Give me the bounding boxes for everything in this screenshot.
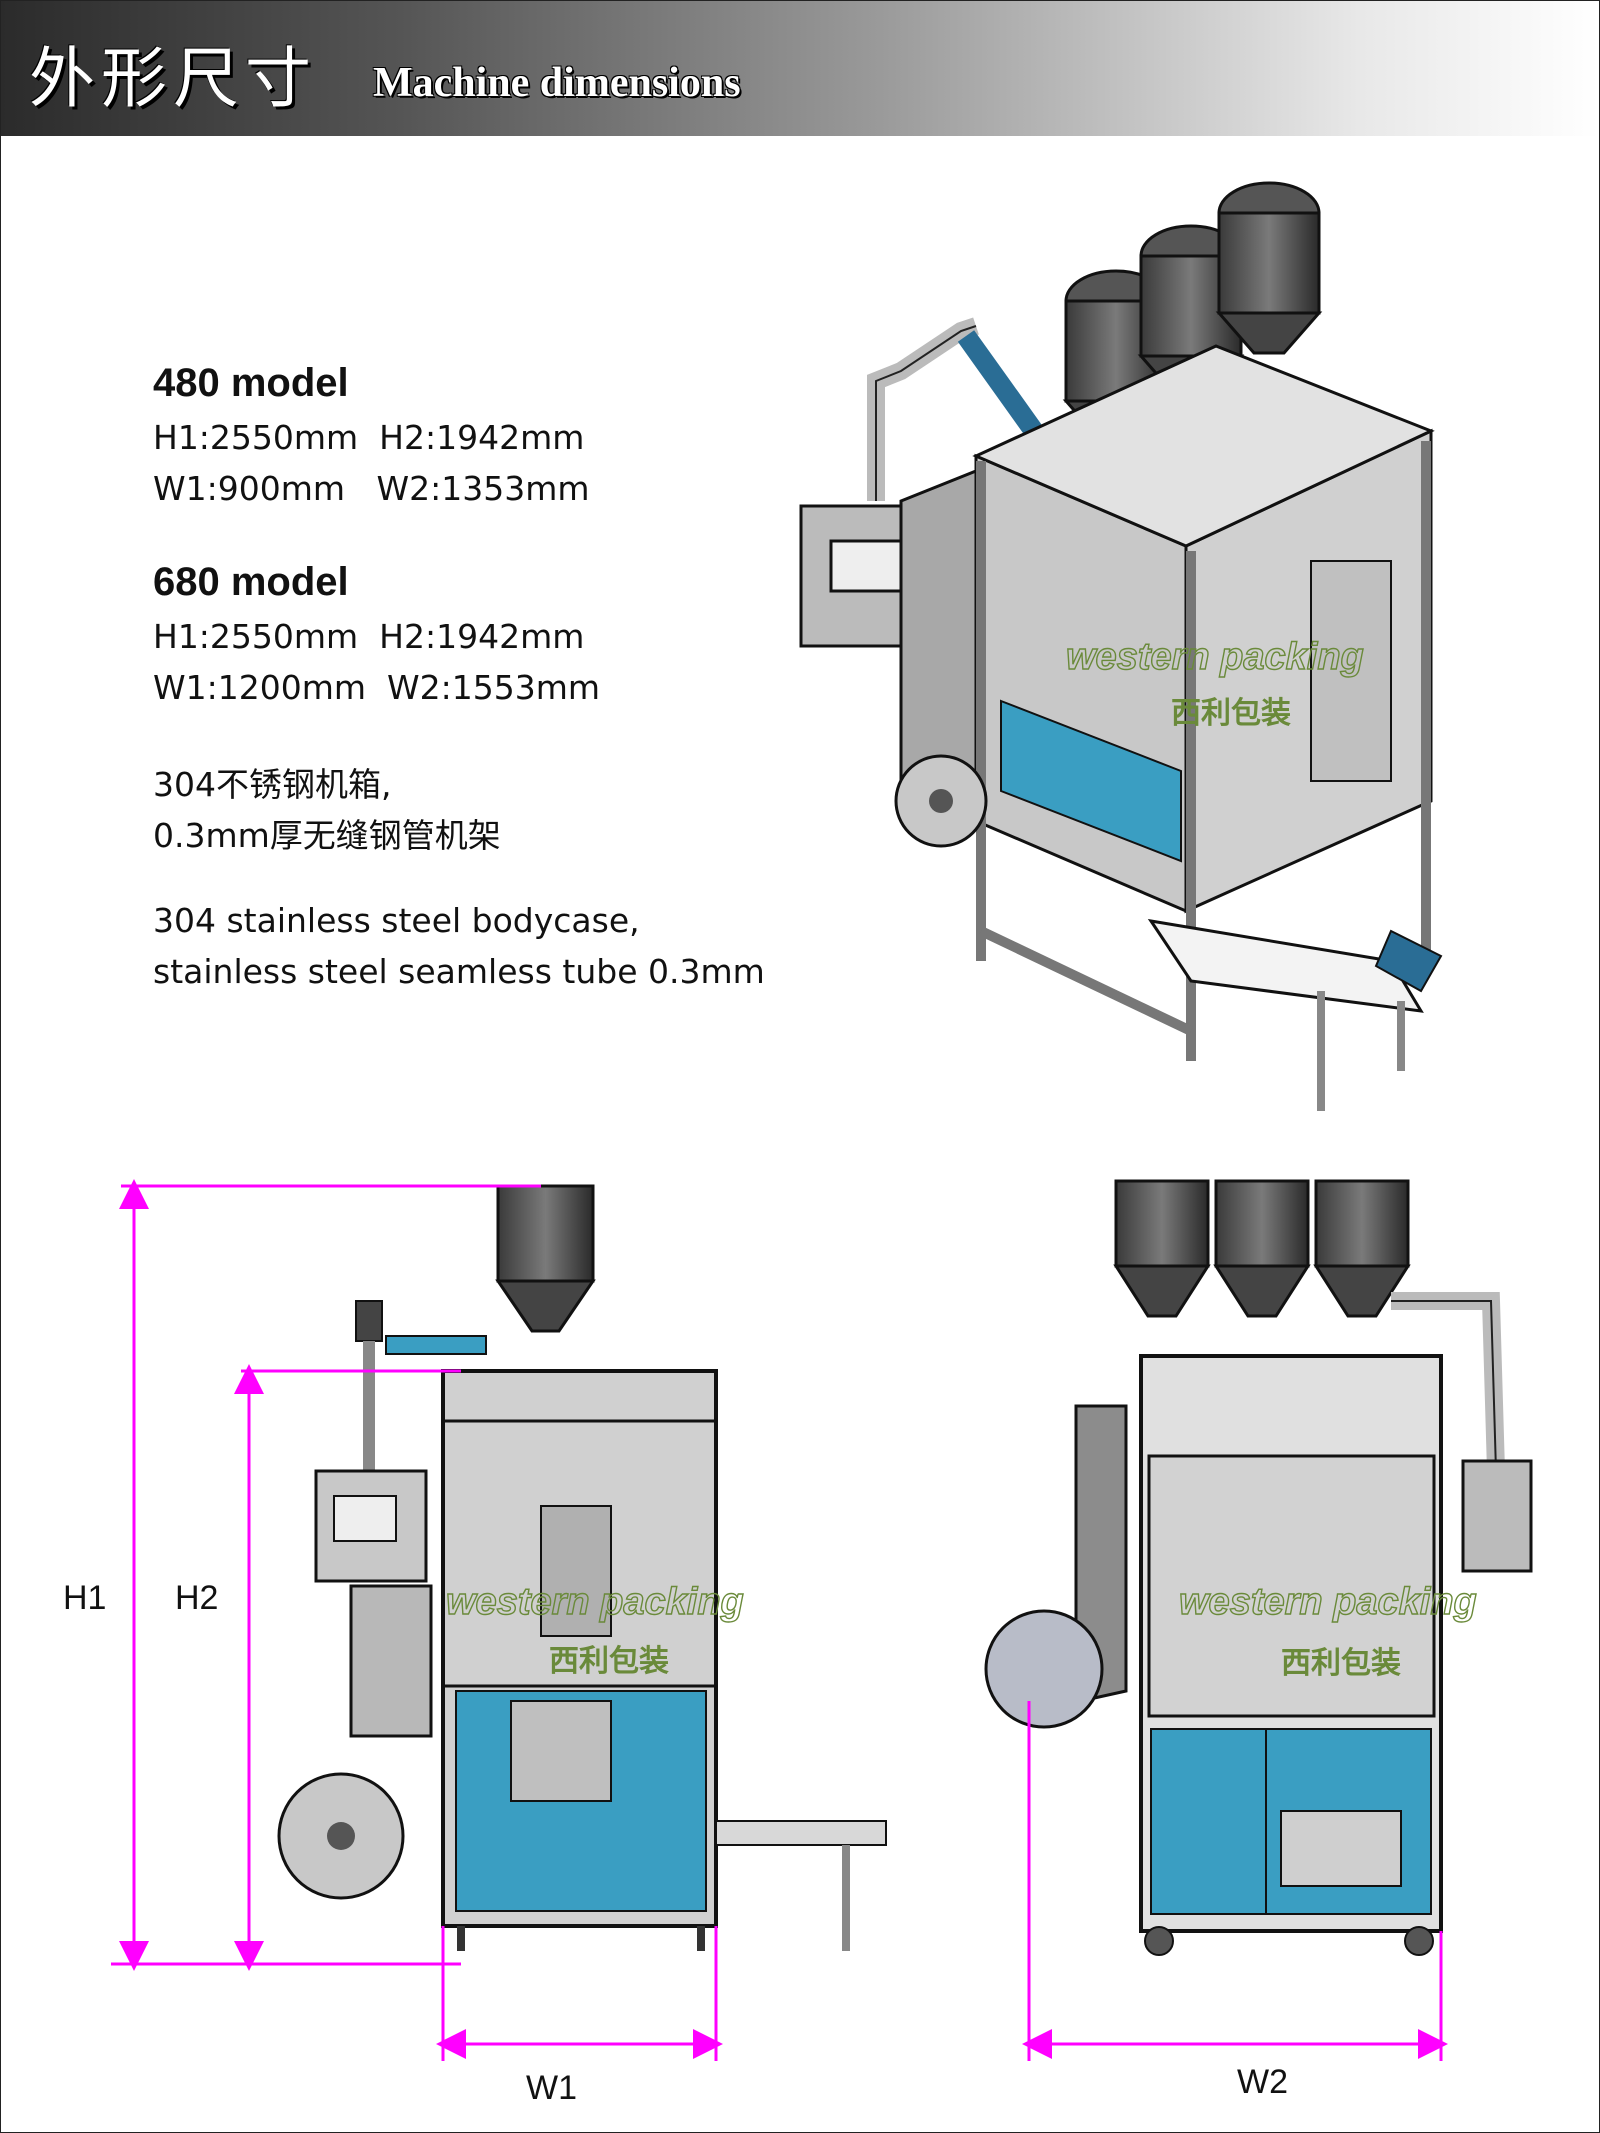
front-machine-view: western packing 西利包装 bbox=[277, 1184, 887, 1951]
watermark-en-iso: western packing bbox=[1066, 636, 1364, 678]
watermark-cn-front: 西利包装 bbox=[549, 1644, 669, 1679]
model-680-heights: H1:2550mm H2:1942mm bbox=[153, 617, 585, 656]
watermark-en-front: western packing bbox=[446, 1581, 744, 1623]
model-680-title: 680 model bbox=[153, 560, 349, 604]
spec-block: 480 model H1:2550mm H2:1942mm W1:900mm W… bbox=[153, 361, 765, 997]
model-480-widths: W1:900mm W2:1353mm bbox=[153, 469, 590, 508]
isometric-hoppers bbox=[1062, 181, 1323, 443]
model-480-title: 480 model bbox=[153, 361, 349, 405]
w2-label: W2 bbox=[1237, 2063, 1288, 2101]
material-en-line1: 304 stainless steel bodycase, bbox=[153, 901, 640, 940]
title-chinese: 外形尺寸 bbox=[29, 40, 317, 117]
material-cn-line2: 0.3mm厚无缝钢管机架 bbox=[153, 816, 501, 855]
side-machine-view: western packing 西利包装 bbox=[984, 1179, 1533, 1956]
model-480-heights: H1:2550mm H2:1942mm bbox=[153, 418, 585, 457]
model-680-widths: W1:1200mm W2:1553mm bbox=[153, 668, 601, 707]
isometric-machine-view: western packing 西利包装 bbox=[799, 181, 1443, 1111]
dimension-lines bbox=[111, 1179, 1448, 2061]
h2-label: H2 bbox=[175, 1579, 218, 1617]
header-banner: 外形尺寸 Machine dimensions bbox=[1, 1, 1599, 136]
title-english: Machine dimensions bbox=[373, 60, 741, 106]
watermark-en-side: western packing bbox=[1179, 1581, 1477, 1623]
watermark-cn-iso: 西利包装 bbox=[1171, 696, 1291, 731]
w1-label: W1 bbox=[526, 2069, 577, 2107]
material-cn-line1: 304不锈钢机箱, bbox=[153, 765, 392, 804]
watermark-cn-side: 西利包装 bbox=[1281, 1646, 1401, 1681]
material-en-line2: stainless steel seamless tube 0.3mm bbox=[153, 952, 765, 991]
h1-label: H1 bbox=[63, 1579, 106, 1617]
